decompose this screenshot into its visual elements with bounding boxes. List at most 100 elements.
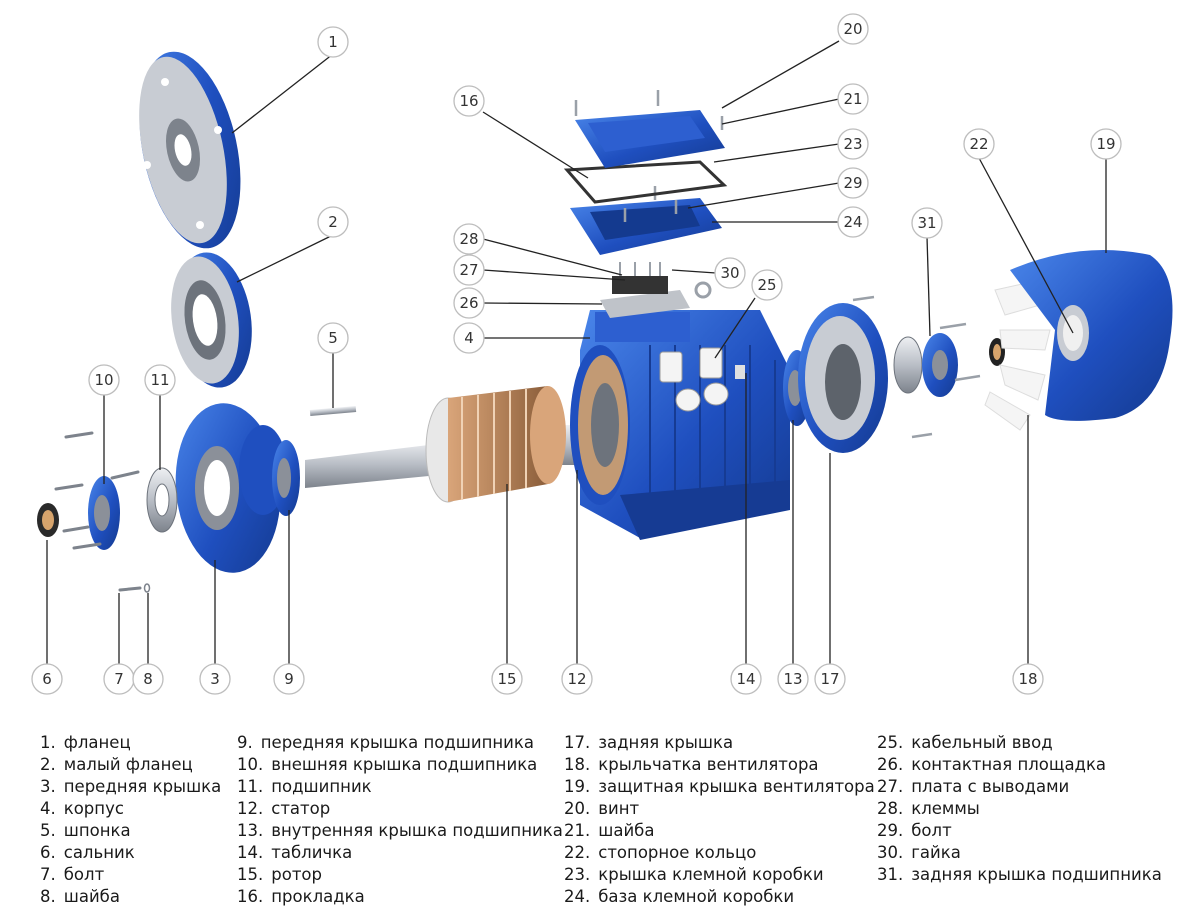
legend-item: 2.малый фланец	[40, 754, 221, 776]
legend-item: 22.стопорное кольцо	[564, 842, 875, 864]
legend-number: 12.	[237, 799, 264, 818]
legend-label: статор	[271, 799, 331, 818]
motor-exploded-diagram: 1 2 3 4 5 6 7 8 9 10 11 12 13 14 15 16 1…	[31, 13, 1173, 695]
legend-label: шпонка	[63, 821, 131, 840]
legend-item: 25.кабельный ввод	[877, 732, 1162, 754]
legend-label: шайба	[598, 821, 655, 840]
callout-21: 21	[837, 83, 869, 115]
callout-3: 3	[199, 663, 231, 695]
svg-text:28: 28	[459, 230, 478, 248]
callout-16: 16	[453, 85, 485, 117]
legend-item: 20.винт	[564, 798, 875, 820]
legend-number: 21.	[564, 821, 591, 840]
legend-label: передняя крышка	[63, 777, 222, 796]
legend-label: внешняя крышка подшипника	[271, 755, 538, 774]
legend-number: 17.	[564, 733, 591, 752]
legend-item: 14.табличка	[237, 842, 563, 864]
legend-number: 23.	[564, 865, 591, 884]
legend-label: крышка клемной коробки	[598, 865, 824, 884]
part-front-cover	[175, 403, 287, 573]
legend-number: 29.	[877, 821, 904, 840]
svg-text:23: 23	[843, 135, 862, 153]
legend-number: 28.	[877, 799, 904, 818]
callout-7: 7	[103, 663, 135, 695]
legend-number: 18.	[564, 755, 591, 774]
legend-item: 10. внешняя крышка подшипника	[237, 754, 563, 776]
svg-text:13: 13	[783, 670, 802, 688]
legend-item: 23. крышка клемной коробки	[564, 864, 875, 886]
legend-label: болт	[911, 821, 952, 840]
legend-column-3: 17.задняя крышка 18.крыльчатка вентилято…	[564, 732, 875, 908]
svg-text:18: 18	[1018, 670, 1037, 688]
callout-23: 23	[837, 128, 869, 160]
legend-label: задняя крышка подшипника	[911, 865, 1162, 884]
callout-10: 10	[88, 364, 120, 396]
legend-label: корпус	[63, 799, 124, 818]
legend-number: 10.	[237, 755, 264, 774]
legend-number: 3.	[40, 777, 56, 796]
svg-text:19: 19	[1096, 135, 1115, 153]
legend-item: 11.подшипник	[237, 776, 563, 798]
callout-14: 14	[730, 663, 762, 695]
svg-text:14: 14	[736, 670, 755, 688]
legend-number: 8.	[40, 887, 56, 906]
legend-column-1: 1.фланец 2.малый фланец 3. передняя крышк…	[40, 732, 221, 908]
legend-item: 12. статор	[237, 798, 563, 820]
part-housing	[570, 310, 790, 540]
svg-text:12: 12	[567, 670, 586, 688]
legend-number: 15.	[237, 865, 264, 884]
legend-label: ротор	[271, 865, 322, 884]
legend-label: плата с выводами	[911, 777, 1070, 796]
legend-label: подшипник	[271, 777, 372, 796]
part-terminal-board	[600, 262, 712, 318]
part-terminal-box-base	[570, 198, 722, 255]
svg-text:29: 29	[843, 174, 862, 192]
callout-9: 9	[273, 663, 305, 695]
svg-text:10: 10	[94, 371, 113, 389]
legend-item: 4.корпус	[40, 798, 221, 820]
legend-item: 3. передняя крышка	[40, 776, 221, 798]
callout-26: 26	[453, 287, 485, 319]
part-cable-glands	[659, 347, 729, 412]
legend-number: 25.	[877, 733, 904, 752]
legend-number: 24.	[564, 887, 591, 906]
svg-text:8: 8	[143, 670, 153, 688]
part-front-bearing-cover	[272, 440, 300, 516]
svg-text:24: 24	[843, 213, 862, 231]
callout-18: 18	[1012, 663, 1044, 695]
callout-31: 31	[911, 207, 943, 239]
callout-17: 17	[814, 663, 846, 695]
part-bolts-left	[54, 431, 142, 592]
part-washer-left	[143, 583, 151, 593]
callout-27: 27	[453, 254, 485, 286]
legend-label: гайка	[911, 843, 961, 862]
svg-text:31: 31	[917, 214, 936, 232]
legend-label: фланец	[63, 733, 131, 752]
svg-text:30: 30	[720, 264, 739, 282]
callout-8: 8	[132, 663, 164, 695]
svg-text:21: 21	[843, 90, 862, 108]
legend-label: сальник	[63, 843, 135, 862]
callout-29: 29	[837, 167, 869, 199]
callout-15: 15	[491, 663, 523, 695]
legend-column-4: 25.кабельный ввод 26.контактная площадка…	[877, 732, 1162, 886]
callout-12: 12	[561, 663, 593, 695]
legend-item: 1.фланец	[40, 732, 221, 754]
svg-text:16: 16	[459, 92, 478, 110]
legend-item: 26.контактная площадка	[877, 754, 1162, 776]
legend-number: 9.	[237, 733, 253, 752]
svg-text:27: 27	[459, 261, 478, 279]
legend-item: 21. шайба	[564, 820, 875, 842]
legend-item: 24.база клемной коробки	[564, 886, 875, 908]
callout-22: 22	[963, 128, 995, 160]
part-rear-cover	[798, 303, 888, 453]
legend-item: 7.болт	[40, 864, 221, 886]
legend-number: 27.	[877, 777, 904, 796]
legend-label: задняя крышка	[598, 733, 734, 752]
part-key	[309, 406, 357, 416]
callout-30: 30	[714, 257, 746, 289]
legend-number: 13.	[237, 821, 264, 840]
legend-item: 31.задняя крышка подшипника	[877, 864, 1162, 886]
legend-label: внутренняя крышка подшипника	[271, 821, 563, 840]
svg-text:25: 25	[757, 276, 776, 294]
